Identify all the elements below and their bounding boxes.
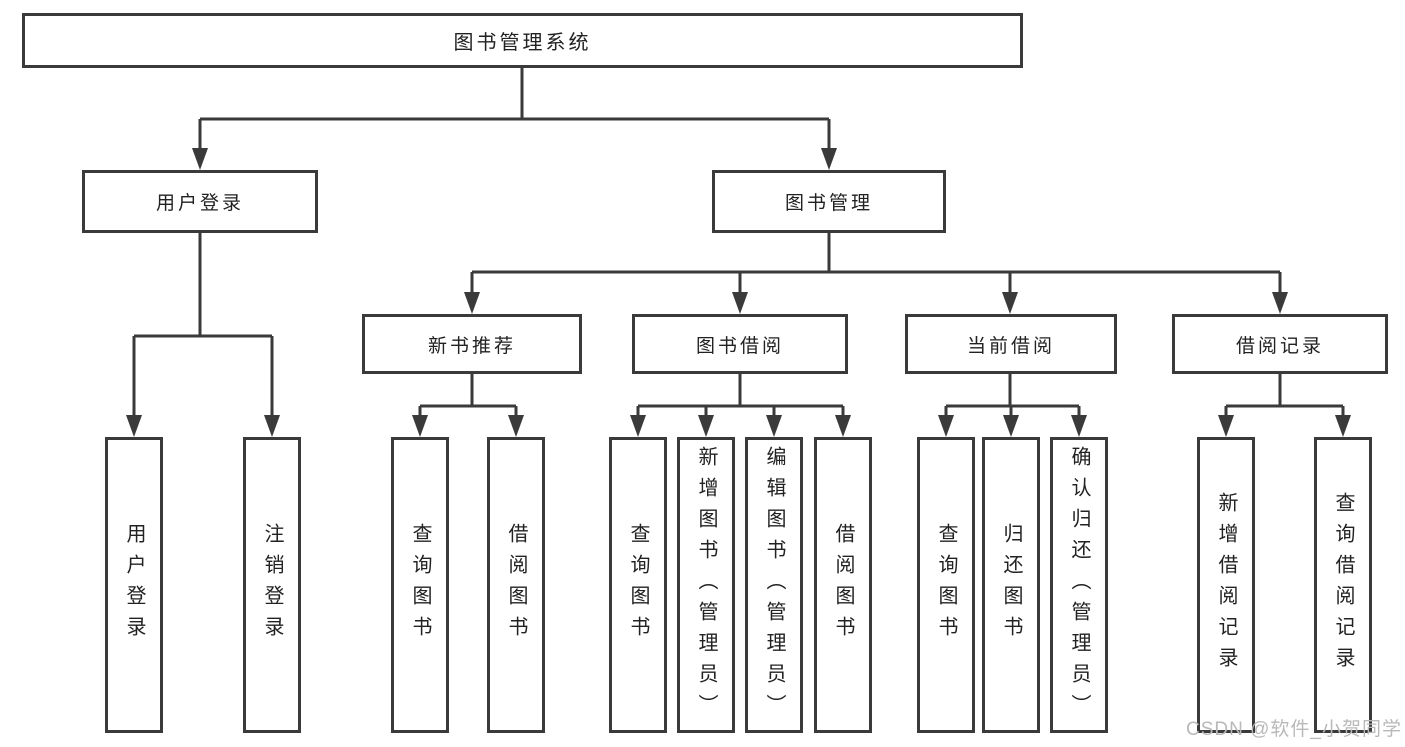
connector-lines [132, 68, 1345, 418]
node-label: 用户登录 [155, 193, 244, 214]
node-book-management: 图书管理 [712, 170, 946, 233]
arrowhead [698, 415, 714, 437]
leaf-current-query-books: 查询图书 [917, 437, 975, 733]
arrowhead [126, 415, 142, 437]
leaf-label: 借阅图书 [505, 523, 527, 647]
node-new-book-recommendation: 新书推荐 [362, 314, 582, 374]
leaf-label: 查询图书 [935, 523, 957, 647]
leaf-label: 新增借阅记录 [1215, 492, 1237, 678]
arrowhead [1071, 415, 1087, 437]
leaf-confirm-return-admin: 确认归还（管理员） [1050, 437, 1108, 733]
node-label: 图书管理 [784, 193, 873, 214]
arrowhead [464, 292, 480, 314]
node-borrowing-records: 借阅记录 [1172, 314, 1388, 374]
node-book-borrowing: 图书借阅 [632, 314, 848, 374]
leaf-user-login: 用户登录 [105, 437, 163, 733]
node-library-management-system: 图书管理系统 [22, 13, 1023, 68]
arrowhead [264, 415, 280, 437]
node-label: 借阅记录 [1235, 335, 1324, 357]
arrowhead [1002, 292, 1018, 314]
arrowhead [1003, 415, 1019, 437]
csdn-watermark: CSDN @软件_小贺同学 [1186, 719, 1402, 740]
arrowhead [412, 415, 428, 437]
node-label: 当前借阅 [966, 335, 1055, 357]
leaf-query-borrow-record: 查询借阅记录 [1314, 437, 1372, 733]
arrowhead [938, 415, 954, 437]
leaf-borrowing-query-books: 查询图书 [609, 437, 667, 733]
arrowhead [732, 292, 748, 314]
leaf-label: 新增图书（管理员） [695, 445, 717, 725]
arrowhead [821, 148, 837, 170]
node-label: 图书管理系统 [453, 32, 592, 54]
leaf-label: 查询图书 [409, 523, 431, 647]
arrowhead [835, 415, 851, 437]
arrowhead [630, 415, 646, 437]
leaf-recommend-borrow-books: 借阅图书 [487, 437, 545, 733]
leaf-logout: 注销登录 [243, 437, 301, 733]
node-label: 新书推荐 [427, 335, 516, 357]
leaf-label: 查询借阅记录 [1332, 492, 1354, 678]
leaf-label: 查询图书 [627, 523, 649, 647]
leaf-recommend-query-books: 查询图书 [391, 437, 449, 733]
leaf-label: 注销登录 [261, 523, 283, 647]
leaf-label: 编辑图书（管理员） [763, 445, 785, 725]
node-label: 图书借阅 [695, 335, 784, 357]
arrowhead [1272, 292, 1288, 314]
leaf-return-books: 归还图书 [982, 437, 1040, 733]
arrowhead [766, 415, 782, 437]
leaf-edit-books-admin: 编辑图书（管理员） [745, 437, 803, 733]
node-current-borrowing: 当前借阅 [905, 314, 1117, 374]
leaf-label: 归还图书 [1000, 523, 1022, 647]
leaf-label: 确认归还（管理员） [1068, 445, 1090, 725]
arrowhead [1335, 415, 1351, 437]
node-user-login: 用户登录 [82, 170, 318, 233]
leaf-label: 用户登录 [123, 523, 145, 647]
leaf-label: 借阅图书 [832, 523, 854, 647]
leaf-add-books-admin: 新增图书（管理员） [677, 437, 735, 733]
arrowhead [192, 148, 208, 170]
leaf-add-borrow-record: 新增借阅记录 [1197, 437, 1255, 733]
arrowhead [508, 415, 524, 437]
arrowhead [1218, 415, 1234, 437]
arrowheads [126, 148, 1351, 437]
leaf-borrow-books: 借阅图书 [814, 437, 872, 733]
